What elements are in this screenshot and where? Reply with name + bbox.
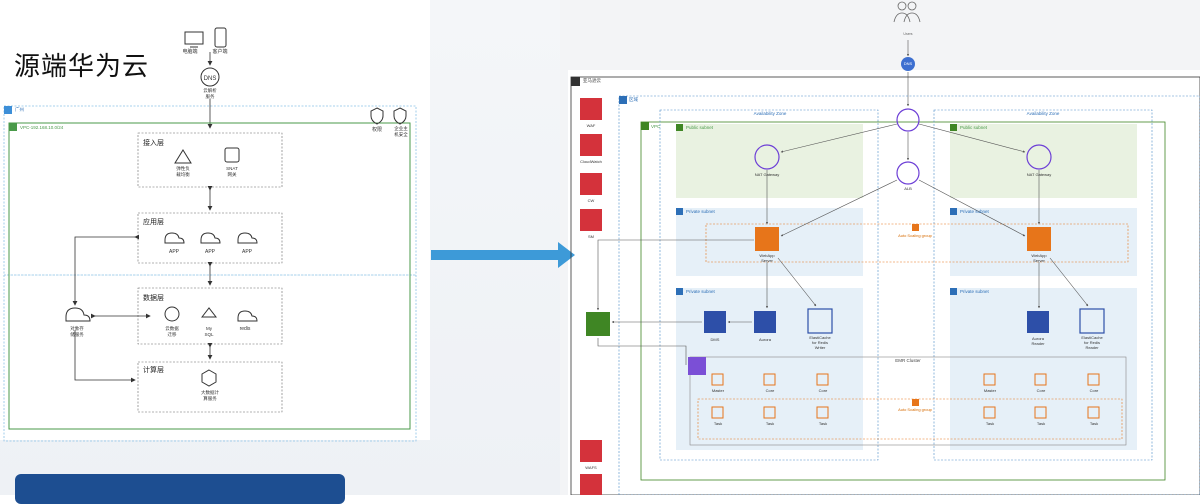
obs-label: 对象存 储服务 [63, 326, 91, 338]
asg-label-2: Auto Scaling group [885, 407, 945, 412]
app-layer-label: 应用层 [143, 217, 164, 227]
elasticache-writer-label: ElastiCache for Redis Writer [800, 335, 840, 350]
app-icon-3 [238, 233, 257, 243]
public-subnet-label-1: Public subnet [686, 125, 713, 130]
app-icon-1 [165, 233, 184, 243]
host-security-label: 企业主 机安全 [392, 126, 410, 138]
data-layer-label: 数据层 [143, 293, 164, 303]
aws-region-label: 区域 [629, 97, 638, 103]
side-label-cloudwatch: CloudWatch [576, 159, 606, 164]
svg-text:DNS: DNS [204, 76, 217, 82]
aws-vpc-label: VPC [651, 124, 660, 129]
task-label-5: Task [1029, 421, 1053, 426]
webapp-label-2: WebApp Server [1019, 253, 1059, 263]
migration-arrow-body [431, 250, 561, 260]
app-label-2: APP [200, 249, 220, 255]
master-label-1: Master [706, 388, 730, 393]
alb-label: ALB [898, 186, 918, 191]
master-label-2: Master [978, 388, 1002, 393]
mysql-icon [202, 308, 216, 317]
dms-label: DMS [703, 337, 727, 342]
permission-icon [371, 108, 383, 124]
data-migration-label: 云数据 迁移 [160, 326, 184, 338]
vpc-box [9, 123, 410, 429]
core-label-2: Core [811, 388, 835, 393]
compute-layer-label: 计算层 [143, 365, 164, 375]
task-label-2: Task [758, 421, 782, 426]
az-label-1: Availability Zone [740, 111, 800, 116]
task-label-6: Task [1082, 421, 1106, 426]
elb-label: 弹性负 载均衡 [170, 166, 196, 178]
mrs-label: 大数据计 算服务 [195, 390, 225, 402]
alb-icon [897, 162, 919, 184]
emr-cluster-label: EMR Cluster [888, 358, 928, 363]
permission-label: 权限 [369, 126, 385, 133]
side-services [580, 98, 602, 495]
access-layer-label: 接入层 [143, 138, 164, 148]
side-label-cw: CW [576, 198, 606, 203]
cloud-label: 亚马逊云 [583, 78, 601, 84]
bottom-banner [15, 474, 345, 504]
redis-label: redis [235, 326, 255, 332]
aurora-icon [754, 311, 776, 333]
client-mobile-label: 客户端 [210, 48, 230, 55]
task-label-3: Task [811, 421, 835, 426]
nat-gateway-label-2: NAT Gateway [1019, 172, 1059, 177]
az-label-2: Availability Zone [1013, 111, 1073, 116]
client-pc-label: 电脑端 [180, 48, 200, 55]
obs-icon [66, 308, 90, 321]
private-subnet-label-2: Private subnet [960, 209, 989, 214]
igw-icon [897, 109, 919, 131]
private-subnet-label-1: Private subnet [686, 209, 715, 214]
aurora-reader-label: Aurora Reader [1023, 336, 1053, 346]
region-label: 广州 [15, 107, 24, 113]
public-subnet-label-2: Public subnet [960, 125, 987, 130]
migration-arrow-head [558, 242, 575, 268]
webapp-server-icon-1 [755, 227, 779, 251]
aurora-label: Aurora [753, 337, 777, 342]
dms-icon [704, 311, 726, 333]
mysql-label: My SQL [199, 326, 219, 338]
host-security-icon [394, 108, 406, 124]
cloud-dns-label: 云解析 服务 [195, 88, 225, 100]
webapp-server-icon-2 [1027, 227, 1051, 251]
snat-label: SNAT 网关 [219, 166, 245, 178]
app-label-3: APP [237, 249, 257, 255]
side-label-waf: WAF [576, 123, 606, 128]
emr-icon [688, 357, 706, 375]
vpc-label: VPC-192.168.10.0/24 [20, 125, 63, 130]
asg-label-1: Auto Scaling group [885, 233, 945, 238]
core-label-1: Core [758, 388, 782, 393]
aurora-reader-icon [1027, 311, 1049, 333]
mrs-icon [202, 370, 216, 386]
elasticache-reader-label: ElastiCache for Redis Reader [1072, 335, 1112, 350]
task-label-1: Task [706, 421, 730, 426]
client-devices [185, 28, 226, 47]
app-label-1: APP [164, 249, 184, 255]
core-label-3: Core [1029, 388, 1053, 393]
elb-icon [175, 150, 191, 163]
nat-gateway-label-1: NAT Gateway [747, 172, 787, 177]
data-migration-icon [165, 307, 179, 321]
side-label-sm: SM [576, 234, 606, 239]
webapp-label-1: WebApp Server [747, 253, 787, 263]
users-label: Users [898, 32, 918, 36]
app-icon-2 [201, 233, 220, 243]
redis-icon [238, 311, 257, 321]
side-label-wafs: WAFS [576, 465, 606, 470]
snat-icon [225, 148, 239, 162]
users-icon [894, 2, 920, 22]
task-label-4: Task [978, 421, 1002, 426]
dns-label: DNS [901, 61, 915, 66]
core-label-4: Core [1082, 388, 1106, 393]
s3-icon [586, 312, 610, 336]
private-subnet-label-4: Private subnet [960, 289, 989, 294]
private-subnet-label-3: Private subnet [686, 289, 715, 294]
